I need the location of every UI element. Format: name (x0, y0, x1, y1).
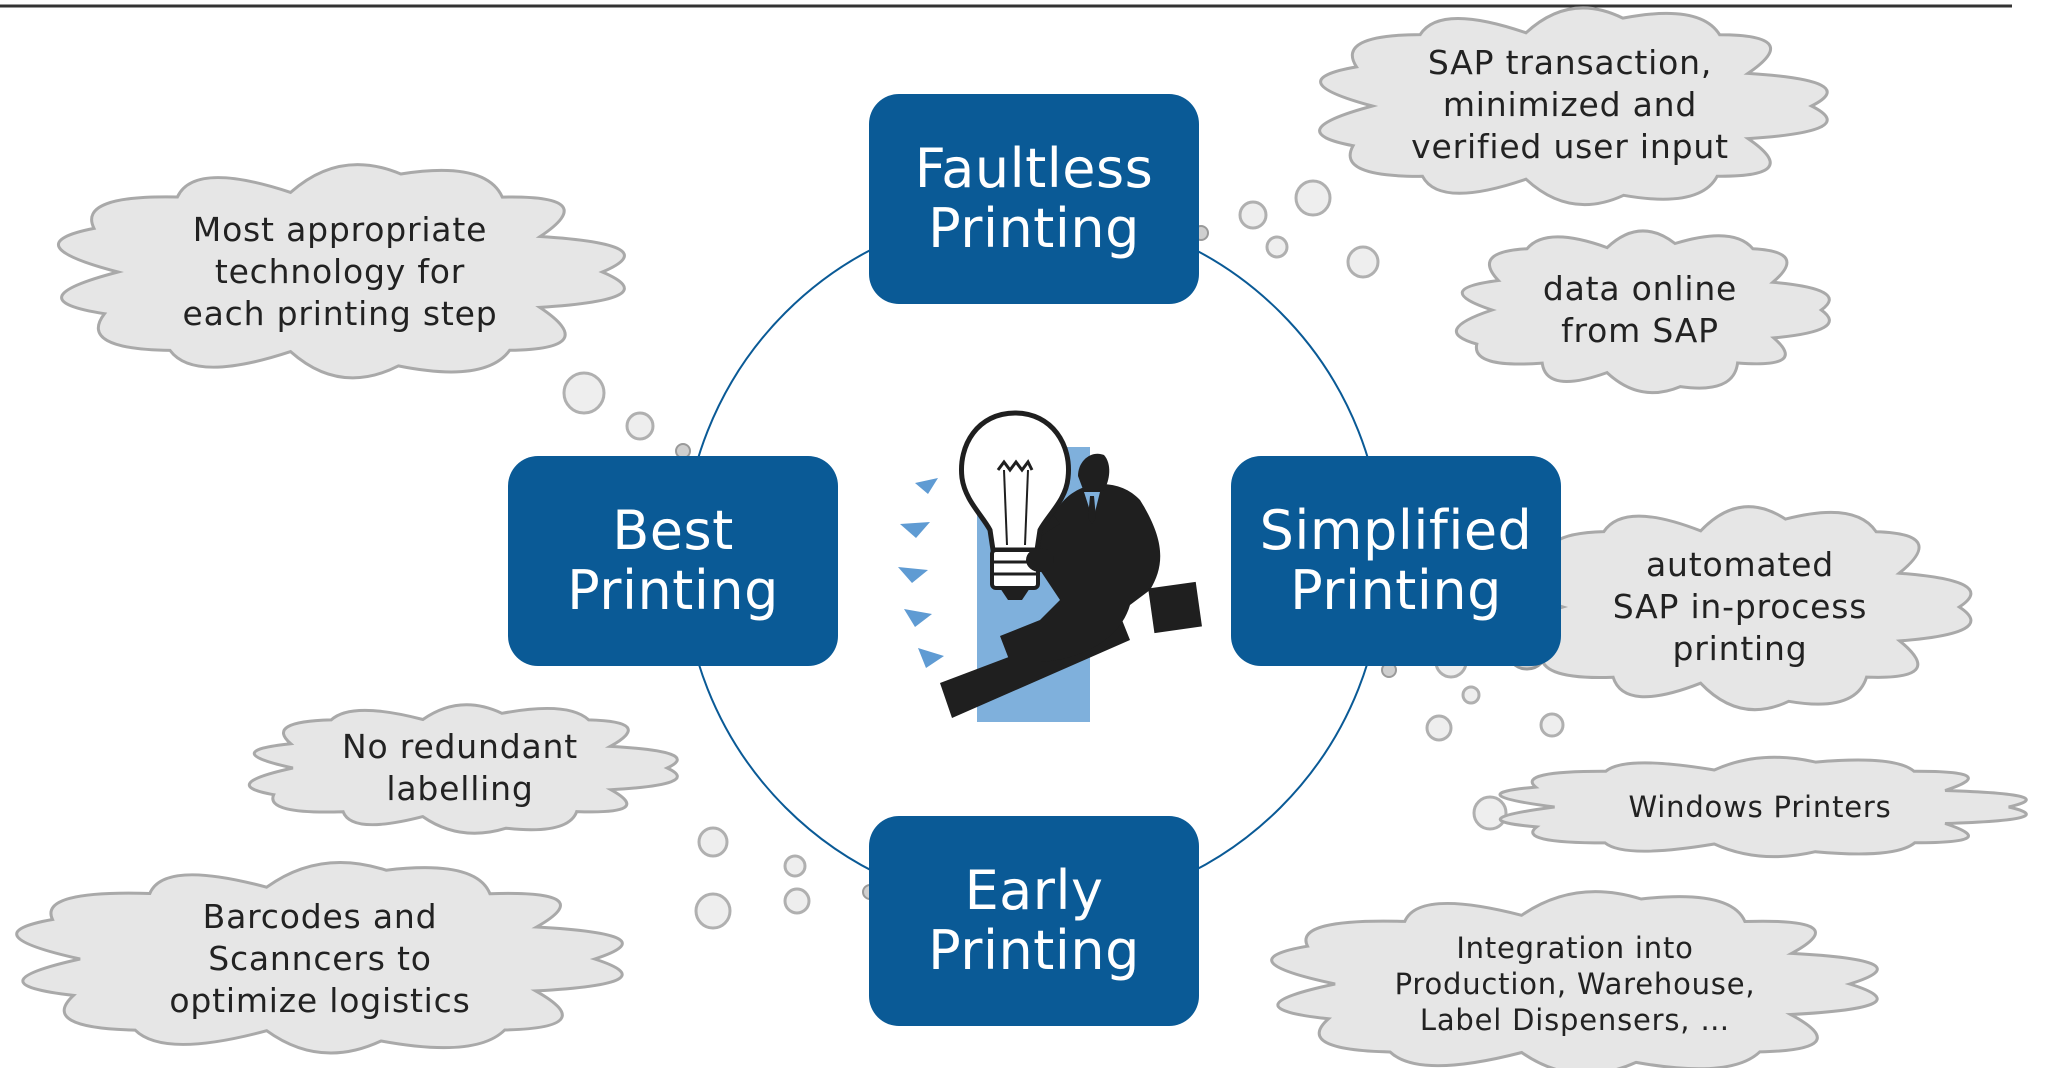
cloud-integration-shape (1270, 890, 1879, 1072)
cloud-sap-transaction-shape (1318, 6, 1829, 207)
cloud-automated-line-1: automated (1645, 545, 1835, 584)
box-best-line-2: Printing (567, 559, 779, 622)
box-faultless-line-1: Faultless (914, 137, 1154, 200)
cloud-data-online-line-1: data online (1542, 269, 1738, 308)
cloud-sap-transaction: SAP transaction, minimized and verified … (1320, 42, 1820, 168)
cloud-sap-transaction-line-3: verified user input (1411, 127, 1729, 166)
cloud-data-online: data online from SAP (1470, 268, 1810, 352)
box-early-line-2: Printing (928, 919, 1140, 982)
cloud-automated: automated SAP in-process printing (1530, 544, 1950, 670)
box-early-printing: Early Printing (869, 816, 1199, 1026)
box-best-line-1: Best (612, 499, 734, 562)
cloud-appropriate-technology-shape (57, 163, 626, 380)
box-simplified-line-2: Printing (1290, 559, 1502, 622)
cloud-sap-transaction-line-2: minimized and (1442, 85, 1698, 124)
cloud-barcodes-line-1: Barcodes and (202, 897, 438, 936)
cloud-no-redundant-line-2: labelling (386, 769, 534, 808)
cloud-windows-printers: Windows Printers (1540, 785, 1980, 829)
person-with-lightbulb-icon (898, 410, 1202, 722)
cloud-no-redundant: No redundant labelling (260, 726, 660, 810)
cloud-windows-printers-line-1: Windows Printers (1628, 790, 1892, 824)
cloud-integration-line-1: Integration into (1456, 931, 1694, 965)
cloud-appropriate-technology-line-3: each printing step (182, 294, 498, 333)
cloud-data-online-line-2: from SAP (1561, 311, 1719, 350)
cloud-barcodes-shape (15, 860, 624, 1055)
cloud-sap-transaction-line-1: SAP transaction, (1427, 43, 1713, 82)
box-faultless-line-2: Printing (928, 197, 1140, 260)
cloud-appropriate-technology-line-1: Most appropriate (192, 210, 488, 249)
cloud-barcodes-line-2: Scanncers to (208, 939, 432, 978)
box-simplified-line-1: Simplified (1259, 499, 1533, 562)
cloud-windows-printers-shape (1498, 755, 2028, 859)
cloud-automated-line-2: SAP in-process (1612, 587, 1868, 626)
box-simplified-printing: Simplified Printing (1231, 456, 1561, 666)
cloud-data-online-shape (1455, 229, 1831, 395)
box-best-printing: Best Printing (508, 456, 838, 666)
box-early-line-1: Early (964, 859, 1104, 922)
clouds-layer (15, 6, 2028, 1072)
cloud-appropriate-technology: Most appropriate technology for each pri… (120, 209, 560, 335)
cloud-appropriate-technology-line-2: technology for (214, 252, 466, 291)
box-faultless-printing: Faultless Printing (869, 94, 1199, 304)
cloud-barcodes-line-3: optimize logistics (169, 981, 471, 1020)
cloud-no-redundant-shape (247, 703, 679, 835)
cloud-integration: Integration into Production, Warehouse, … (1375, 930, 1775, 1038)
cloud-barcodes: Barcodes and Scanncers to optimize logis… (100, 896, 540, 1022)
cloud-no-redundant-line-1: No redundant (342, 727, 578, 766)
cloud-integration-line-3: Label Dispensers, … (1419, 1003, 1731, 1037)
cloud-automated-shape (1514, 505, 1973, 712)
cloud-automated-line-3: printing (1672, 629, 1808, 668)
cloud-integration-line-2: Production, Warehouse, (1394, 967, 1756, 1001)
